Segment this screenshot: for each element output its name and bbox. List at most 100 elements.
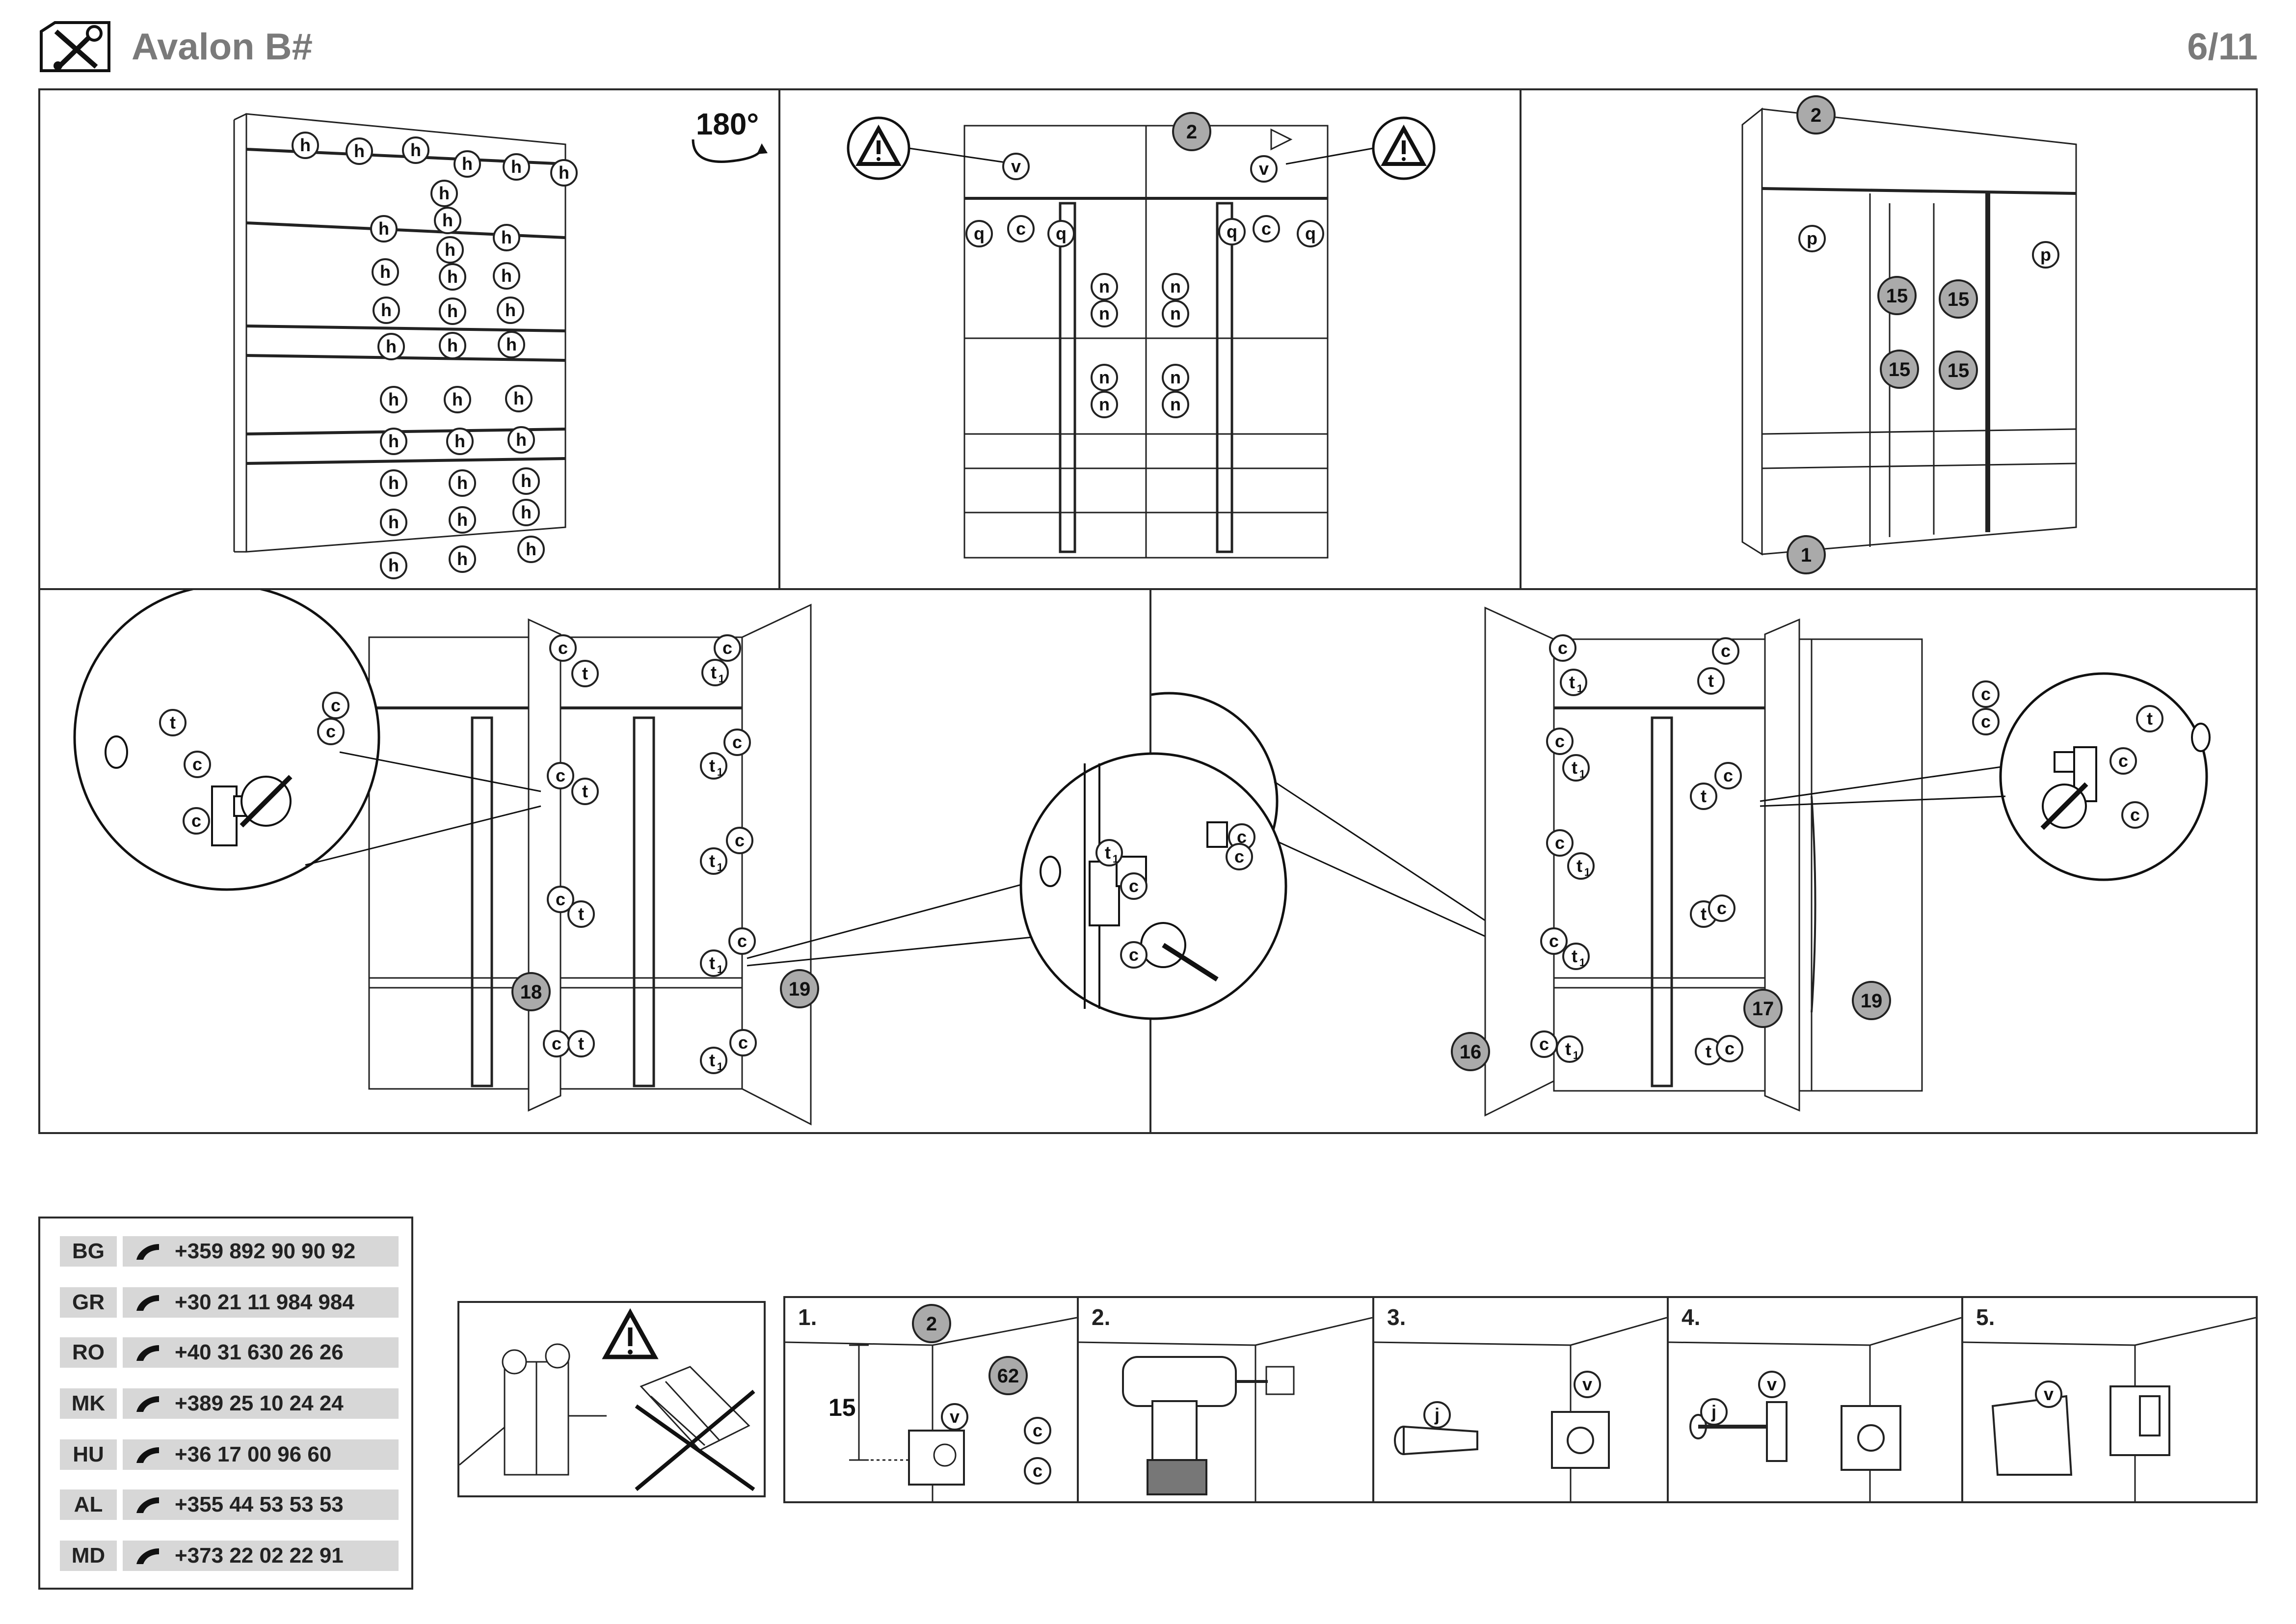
screw-label: h — [511, 157, 522, 177]
hinge-label-sub: 1 — [1113, 853, 1119, 865]
phone-number[interactable]: +36 17 00 96 60 — [175, 1442, 332, 1466]
fitting-label: n — [1170, 367, 1181, 387]
wardrobe-tipping-drawing — [635, 1366, 755, 1491]
screw-label: h — [521, 502, 532, 522]
hinge-label-sub: 1 — [1579, 768, 1585, 780]
phone-number[interactable]: +359 892 90 90 92 — [175, 1239, 356, 1263]
screw-label: h — [457, 549, 468, 569]
wall-step-2: 2. — [1077, 1296, 1374, 1503]
hinge-label: c — [1725, 1038, 1735, 1058]
phone-number[interactable]: +373 22 02 22 91 — [175, 1543, 344, 1568]
hinge-detail-center: c t 1 c c c — [1016, 749, 1291, 1024]
drill-icon — [1122, 1356, 1268, 1495]
phone-number[interactable]: +389 25 10 24 24 — [175, 1391, 344, 1415]
part-number: 17 — [1752, 998, 1774, 1020]
phone-number[interactable]: +355 44 53 53 53 — [175, 1492, 344, 1516]
step-panel-top-1: h h h h h h h h h h h h h h h h h h h h … — [38, 88, 780, 590]
part-number: 1 — [1801, 544, 1812, 566]
wardrobe-back-drawing: h h h h h h h h h h h h h h h h h h h h … — [233, 108, 768, 579]
screw-label: h — [445, 240, 455, 260]
hinge-label: c — [1237, 827, 1247, 847]
hinge-label: t — [709, 851, 715, 871]
wall-step-4: 4. j v — [1667, 1296, 1963, 1503]
screw-label: h — [559, 162, 569, 183]
fitting-label: c — [1261, 218, 1271, 239]
step-panel-middle-left: t c c c c c t c t 1 c t c t 1 c t 1 c t … — [38, 588, 1151, 1134]
fitting-label: p — [2040, 244, 2051, 265]
hinge-label: t — [1572, 946, 1577, 966]
step-panel-top-2: v v q c q q c q n n n n n n n n 2 — [778, 88, 1522, 590]
hinge-label-sub: 1 — [717, 766, 723, 778]
country-code: RO — [60, 1337, 117, 1368]
screw-label: h — [388, 431, 399, 451]
wall-step-5: 5. v — [1961, 1296, 2258, 1503]
screw-label: h — [386, 336, 397, 356]
fitting-label: v — [950, 1407, 960, 1427]
hinge-label: t — [1565, 1039, 1571, 1059]
fitting-label: j — [1434, 1405, 1440, 1425]
hinge-label-sub: 1 — [717, 1060, 723, 1073]
fitting-label: n — [1099, 394, 1110, 414]
contact-row: AL +355 44 53 53 53 — [60, 1489, 399, 1520]
screw-label: h — [388, 512, 399, 532]
hinge-label: t — [578, 1033, 584, 1054]
phone-number[interactable]: +30 21 11 984 984 — [175, 1290, 354, 1314]
hinge-label: c — [732, 732, 742, 752]
fitting-label: c — [1016, 218, 1026, 239]
contact-row: MD +373 22 02 22 91 — [60, 1541, 399, 1571]
screw-label: h — [505, 300, 516, 320]
hinge-label: c — [556, 765, 565, 785]
warning-icon — [847, 116, 1016, 180]
contact-row: RO +40 31 630 26 26 — [60, 1337, 399, 1368]
hinge-label: t — [1706, 1041, 1711, 1061]
step-number: 2. — [1092, 1304, 1111, 1330]
hinge-label: c — [326, 721, 336, 741]
screw-label: h — [447, 267, 458, 287]
page-title: Avalon B# — [132, 26, 313, 68]
part-number: 19 — [789, 978, 811, 1000]
hinge-label: c — [331, 695, 341, 715]
fitting-label: v — [1767, 1374, 1777, 1394]
wardrobe-upright-drawing — [459, 1343, 607, 1476]
hinge-label: t — [1701, 786, 1707, 806]
fitting-label: n — [1170, 394, 1181, 414]
fitting-label: c — [1033, 1420, 1042, 1440]
hinge-label: c — [1558, 638, 1568, 658]
contact-row: BG +359 892 90 90 92 — [60, 1236, 399, 1267]
part-number: 15 — [1948, 360, 1970, 381]
hinge-label-sub: 1 — [1573, 1049, 1579, 1061]
screw-label: h — [388, 555, 399, 575]
hinge-label: c — [556, 889, 565, 909]
contact-row: MK +389 25 10 24 24 — [60, 1388, 399, 1419]
hinge-label: c — [2118, 751, 2128, 771]
screw-label: h — [300, 135, 311, 155]
country-code: AL — [60, 1489, 117, 1520]
part-number: 2 — [1811, 105, 1821, 126]
hinge-label: t — [170, 712, 176, 732]
tip-over-warning-panel — [457, 1301, 766, 1497]
screw-label: h — [442, 210, 453, 230]
fitting-label: q — [974, 223, 985, 244]
part-number: 19 — [1861, 990, 1883, 1012]
fitting-label: q — [1305, 223, 1316, 244]
country-code: BG — [60, 1236, 117, 1267]
screw-label: h — [354, 141, 365, 161]
hinge-label: c — [192, 754, 202, 774]
wardrobe-front-drawing: v v q c q q c q n n n n n n n n 2 — [847, 112, 1436, 559]
hinge-label: t — [709, 756, 715, 776]
screw-label: h — [452, 389, 463, 409]
board-icon — [1991, 1395, 2073, 1476]
hinge-label: c — [735, 830, 745, 850]
part-number: 18 — [520, 981, 542, 1003]
fitting-label: c — [1033, 1461, 1042, 1481]
hinge-label: t — [1569, 672, 1575, 692]
hinge-label-sub: 1 — [717, 861, 723, 873]
hinge-label: t — [1105, 842, 1111, 863]
country-code: GR — [60, 1287, 117, 1318]
hinge-label: c — [1721, 641, 1731, 661]
part-number: 15 — [1889, 359, 1911, 380]
hinge-label: t — [711, 662, 717, 682]
screw-label: h — [380, 262, 391, 282]
phone-icon — [136, 1295, 159, 1311]
phone-number[interactable]: +40 31 630 26 26 — [175, 1340, 344, 1364]
